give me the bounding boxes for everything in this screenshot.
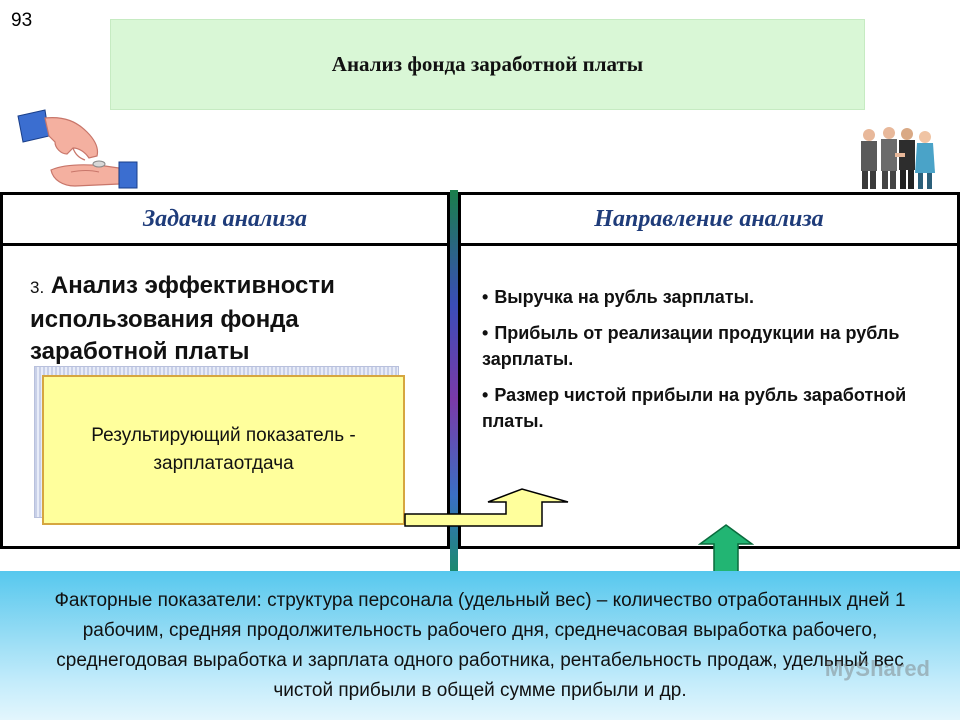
up-arrow-icon (698, 524, 754, 576)
business-people-icon (861, 127, 935, 189)
panel-divider (450, 190, 458, 572)
directions-list: •Выручка на рубль зарплаты. •Прибыль от … (482, 284, 942, 444)
direction-text: Размер чистой прибыли на рубль заработно… (482, 385, 907, 431)
result-box: Результирующий показатель - зарплатаотда… (42, 375, 405, 525)
result-text: Результирующий показатель - зарплатаотда… (91, 425, 356, 474)
task-text: Анализ эффективности использования фонда… (30, 272, 335, 365)
title-box: Анализ фонда заработной платы (110, 19, 865, 110)
slide-number: 93 (11, 10, 33, 31)
bent-arrow-icon (404, 488, 569, 527)
list-item: •Размер чистой прибыли на рубль заработн… (482, 385, 907, 431)
watermark: MyShared (824, 656, 930, 681)
task-item: 3. Анализ эффективности использования фо… (30, 270, 410, 368)
list-item: •Прибыль от реализации продукции на рубл… (482, 323, 900, 369)
direction-text: Прибыль от реализации продукции на рубль… (482, 323, 900, 369)
tasks-header: Задачи анализа (3, 195, 447, 246)
directions-header: Направление анализа (461, 195, 957, 246)
hand-giving-coin-icon (17, 109, 138, 189)
factor-indicators-text: Факторные показатели: структура персонал… (54, 589, 906, 701)
task-number: 3. (30, 278, 45, 297)
list-item: •Выручка на рубль зарплаты. (482, 287, 754, 307)
direction-text: Выручка на рубль зарплаты. (494, 287, 754, 307)
page-title: Анализ фонда заработной платы (331, 52, 644, 76)
directions-panel: Направление анализа (458, 192, 960, 549)
factor-indicators-box: Факторные показатели: структура персонал… (0, 571, 960, 720)
